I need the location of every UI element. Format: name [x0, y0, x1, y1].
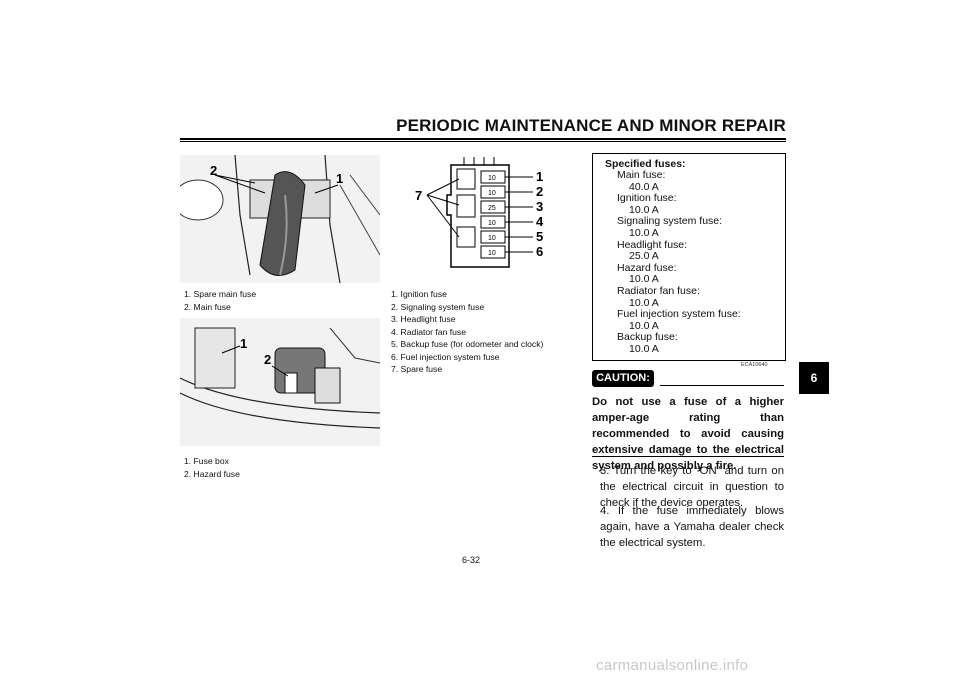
figure3-caption: 1. Ignition fuse 2. Signaling system fus… [391, 288, 543, 376]
spec-name: Fuel injection system fuse: [617, 308, 741, 321]
callout-1: 1 [240, 336, 247, 351]
caution-rule [592, 456, 784, 457]
spec-value: 10.0 A [629, 296, 659, 309]
step-4: 4. If the fuse immediately blows again, … [600, 505, 784, 549]
spec-value: 10.0 A [629, 203, 659, 216]
caption-item: 2. Hazard fuse [184, 468, 240, 479]
caption-item: 7. Spare fuse [391, 364, 443, 374]
spec-value: 10.0 A [629, 273, 659, 286]
callout-1: 1 [336, 171, 343, 186]
caution-text: Do not use a fuse of a higher amper-age … [592, 396, 784, 472]
spec-title: Specified fuses: [605, 158, 686, 170]
callout-1: 1 [536, 169, 543, 184]
fuse-label: 10 [488, 235, 496, 242]
callout-5: 5 [536, 229, 543, 244]
header-rule-thin [180, 141, 786, 142]
spec-name: Hazard fuse: [617, 261, 677, 274]
caption-item: 1. Ignition fuse [391, 289, 447, 299]
caption-item: 4. Radiator fan fuse [391, 326, 467, 337]
fuse-label: 10 [488, 220, 496, 227]
callout-7: 7 [415, 188, 422, 203]
spec-name: Headlight fuse: [617, 238, 688, 251]
caution-code: ECA10640 [741, 362, 768, 368]
watermark: carmanualsonline.info [596, 657, 749, 674]
spec-list: Main fuse: 40.0 A Ignition fuse: 10.0 A … [617, 169, 785, 356]
fuse-label: 10 [488, 190, 496, 197]
callout-6: 6 [536, 244, 543, 259]
caution-badge: CAUTION: [592, 370, 654, 387]
caption-item: 2. Signaling system fuse [391, 301, 485, 312]
fuse-label: 25 [488, 205, 496, 212]
caption-item: 2. Main fuse [184, 301, 231, 312]
caption-item: 5. Backup fuse (for odometer and clock) [391, 339, 544, 349]
spec-value: 10.0 A [629, 226, 659, 239]
callout-4: 4 [536, 214, 544, 229]
callout-2: 2 [264, 352, 271, 367]
callout-2: 2 [536, 184, 543, 199]
header-rule [180, 138, 786, 140]
spec-name: Backup fuse: [617, 331, 678, 344]
caption-item: 1. Spare main fuse [184, 289, 257, 299]
figure2-caption: 1. Fuse box 2. Hazard fuse [184, 455, 240, 480]
caption-item: 6. Fuel injection system fuse [391, 351, 500, 362]
fuse-label: 10 [488, 250, 496, 257]
spec-value: 10.0 A [629, 319, 659, 332]
spec-name: Ignition fuse: [617, 192, 677, 205]
caution-line [660, 385, 784, 386]
callout-3: 3 [536, 199, 543, 214]
chapter-tab[interactable]: 6 [799, 362, 829, 394]
caption-item: 1. Fuse box [184, 456, 229, 466]
figure1-caption: 1. Spare main fuse 2. Main fuse [184, 288, 256, 313]
callout-2: 2 [210, 163, 217, 178]
fuse-box-diagram: 10 10 25 10 10 10 1 2 3 4 5 6 7 [405, 155, 555, 275]
page-title: PERIODIC MAINTENANCE AND MINOR REPAIR [396, 116, 786, 135]
spec-value: 10.0 A [629, 342, 659, 355]
main-fuse-photo: 2 1 [180, 155, 380, 283]
spec-name: Main fuse: [617, 169, 666, 181]
step-3: 3. Turn the key to “ON” and turn on the … [600, 465, 784, 509]
spec-name: Signaling system fuse: [617, 215, 723, 228]
spec-name: Radiator fan fuse: [617, 284, 700, 297]
page-number: 6-32 [462, 555, 481, 565]
spec-value: 40.0 A [629, 180, 659, 193]
fuse-label: 10 [488, 175, 496, 182]
specified-fuses-box: Specified fuses: Main fuse: 40.0 A Ignit… [592, 153, 786, 361]
caption-item: 3. Headlight fuse [391, 314, 456, 324]
spec-value: 25.0 A [629, 250, 659, 263]
fuse-box-photo: 1 2 [180, 318, 380, 446]
